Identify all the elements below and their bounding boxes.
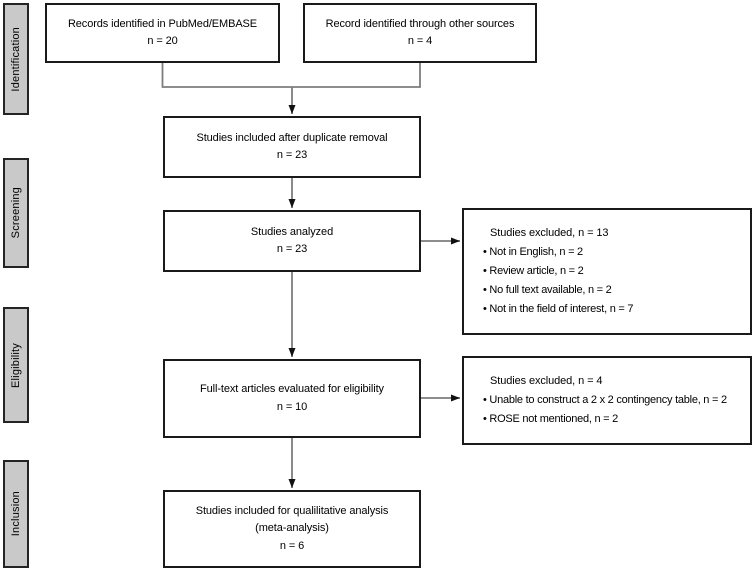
box-included-final: Studies included for qualilitative analy… [163,490,421,568]
box-after-duplicates-text: Studies included after duplicate removal [196,131,388,144]
stage-inclusion: Inclusion [3,460,29,568]
stage-inclusion-label: Inclusion [10,491,22,537]
stage-screening-label: Screening [10,187,22,239]
box-analyzed-count: n = 23 [276,243,308,255]
excluded-eligibility-item: Unable to construct a 2 x 2 contingency … [483,391,727,410]
box-records-pubmed: Records identified in PubMed/EMBASE n = … [45,3,280,63]
excluded-screening-item: Not in the field of interest, n = 7 [483,300,633,319]
box-included-final-subtext: (meta-analysis) [255,522,329,535]
box-records-pubmed-text: Records identified in PubMed/EMBASE [67,17,258,30]
stage-identification-label: Identification [10,26,22,92]
box-fulltext-text: Full-text articles evaluated for eligibi… [200,383,384,396]
excluded-screening-title: Studies excluded, n = 13 [490,227,609,239]
box-after-duplicates-count: n = 23 [276,149,308,161]
box-records-other-text: Record identified through other sources [325,17,515,30]
box-analyzed: Studies analyzed n = 23 [163,210,421,272]
stage-eligibility: Eligibility [3,307,29,423]
box-included-final-text: Studies included for qualilitative analy… [195,505,389,518]
excluded-eligibility-item: ROSE not mentioned, n = 2 [483,410,618,429]
box-after-duplicates: Studies included after duplicate removal… [163,116,421,178]
box-records-other-count: n = 4 [407,35,433,47]
box-fulltext: Full-text articles evaluated for eligibi… [163,359,421,438]
box-records-pubmed-count: n = 20 [147,35,178,47]
box-excluded-screening: Studies excluded, n = 13 Not in English,… [462,208,752,335]
connector-merge-top [161,63,421,88]
excluded-eligibility-title: Studies excluded, n = 4 [490,375,603,387]
stage-identification: Identification [3,3,29,115]
box-included-final-count: n = 6 [279,539,305,552]
stage-eligibility-label: Eligibility [10,342,22,388]
box-records-other: Record identified through other sources … [303,3,537,63]
excluded-screening-item: Not in English, n = 2 [483,243,583,262]
box-excluded-eligibility: Studies excluded, n = 4 Unable to constr… [462,356,752,445]
excluded-screening-item: Review article, n = 2 [483,262,583,281]
stage-screening: Screening [3,158,29,268]
box-fulltext-count: n = 10 [276,400,308,413]
excluded-screening-item: No full text available, n = 2 [483,281,611,300]
box-analyzed-text: Studies analyzed [250,225,334,238]
